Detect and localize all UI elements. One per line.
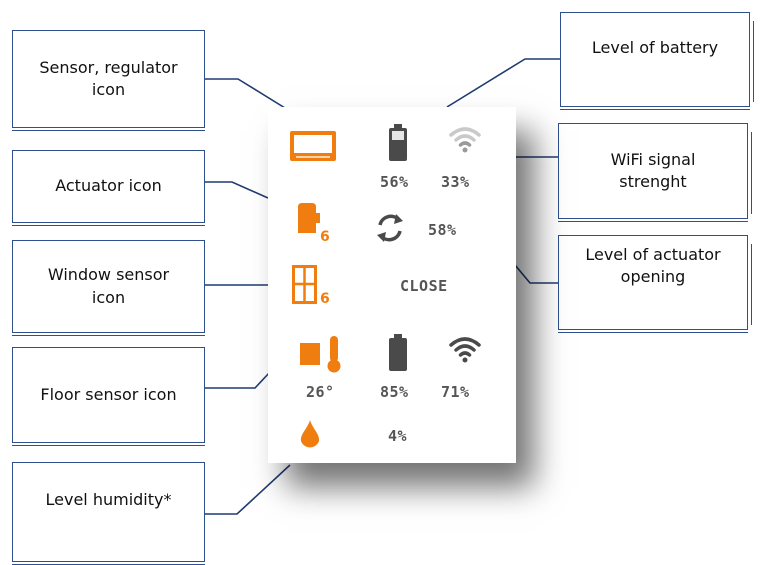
actuator-icon: [298, 203, 320, 233]
callout-battery: Level of battery: [560, 12, 754, 110]
wifi-icon: [449, 127, 481, 153]
callout-label: Sensor, regulator icon: [39, 57, 178, 99]
humidity-readout: 4%: [388, 427, 408, 445]
leader-actuator: [205, 181, 269, 199]
humidity-drop-icon: [300, 420, 320, 448]
callout-label: Level of battery: [591, 38, 719, 57]
callout-label: Floor sensor icon: [40, 384, 177, 404]
floor-sensor-icon: [300, 336, 341, 373]
sync-arrows-icon: [377, 214, 403, 242]
window-number: 6: [320, 291, 330, 307]
leader-floor: [205, 371, 271, 389]
device-panel: 56% 33% 6 58% 6 CLOSE 26° 85% 71%: [268, 107, 516, 463]
callout-wifi: WiFi signal strenght: [558, 123, 752, 222]
temperature-readout: 26°: [306, 383, 335, 401]
wifi-readout: 33%: [441, 173, 470, 191]
leader-battery: [446, 58, 560, 108]
window-icon: [292, 265, 317, 304]
battery-readout: 56%: [380, 173, 409, 191]
window-state-readout: CLOSE: [400, 277, 448, 295]
callout-actuator: Actuator icon: [12, 150, 205, 226]
callout-actuator-opening: Level of actuator opening: [558, 235, 752, 333]
callout-window-sensor: Window sensor icon: [12, 240, 205, 336]
regulator-icon: [290, 131, 336, 161]
leader-opening: [514, 264, 558, 284]
actuator-opening-readout: 58%: [428, 221, 457, 239]
battery-readout: 85%: [380, 383, 409, 401]
actuator-number: 6: [320, 229, 330, 245]
callout-label: WiFi signal strenght: [610, 149, 696, 191]
battery-icon: [389, 124, 407, 161]
wifi-icon: [449, 337, 481, 363]
callout-floor-sensor: Floor sensor icon: [12, 347, 205, 446]
callout-label: Level of actuator opening: [585, 245, 721, 287]
callout-humidity: Level humidity*: [12, 462, 205, 565]
battery-icon: [389, 334, 407, 371]
callout-label: Window sensor icon: [47, 265, 170, 307]
wifi-readout: 71%: [441, 383, 470, 401]
callout-sensor-regulator: Sensor, regulator icon: [12, 30, 205, 131]
leader-humidity: [205, 464, 291, 515]
callout-label: Actuator icon: [55, 176, 162, 196]
leader-sensor: [205, 78, 286, 109]
callout-label: Level humidity*: [45, 490, 172, 509]
